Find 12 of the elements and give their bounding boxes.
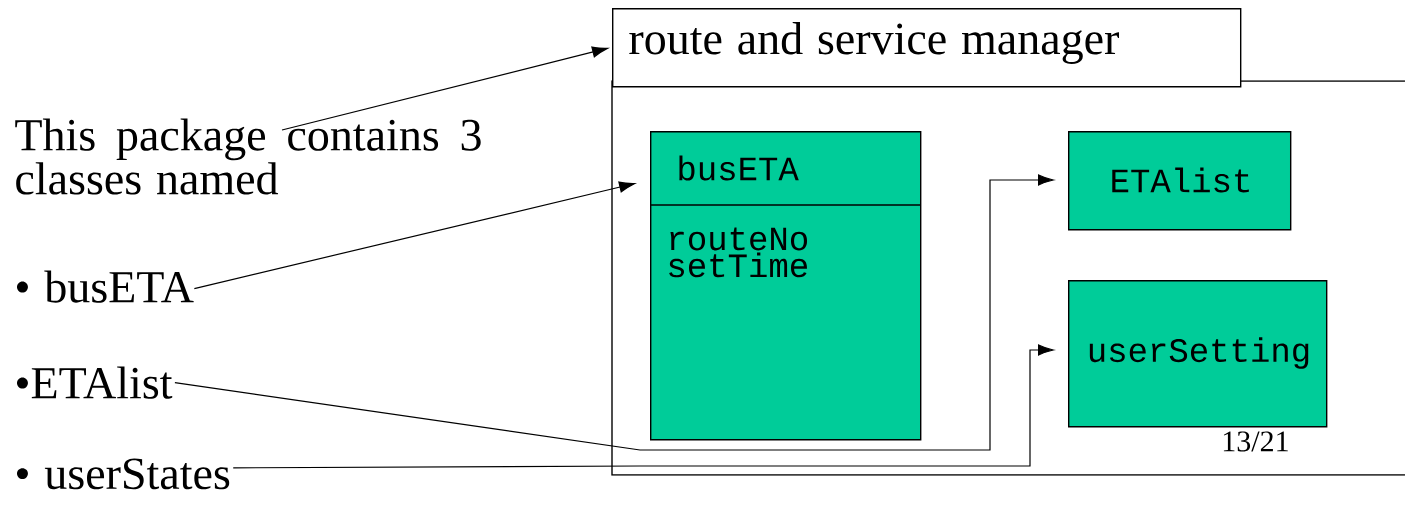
arrow (174, 174, 1054, 451)
class-box: busETA routeNo setTime (649, 131, 922, 441)
node-label: route and service manager (629, 22, 1120, 64)
text: • userStates (17, 458, 230, 490)
arrow (232, 344, 1054, 469)
text: This package contains 3 classes named (15, 118, 481, 195)
class-box: userSetting (1068, 280, 1328, 428)
text: • busETA (17, 270, 194, 303)
class-box: ETAlist (1068, 131, 1292, 231)
arrow (193, 181, 635, 290)
arrow (281, 46, 608, 131)
text: •ETAlist (17, 366, 173, 399)
